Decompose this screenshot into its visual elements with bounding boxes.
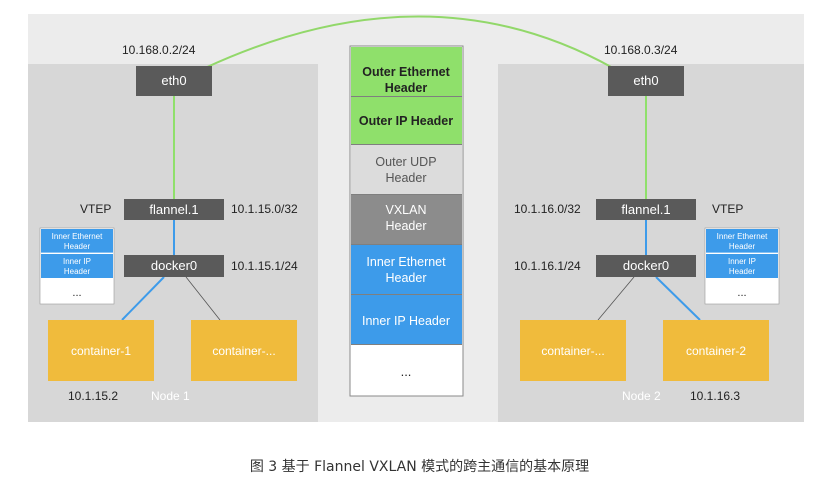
right-flannel-label: flannel.1 [621, 202, 670, 217]
packet-inner-eth-line2: Header [386, 271, 427, 285]
right-container-1-label: container-... [541, 344, 604, 358]
left-docker-ip: 10.1.15.1/24 [231, 259, 298, 273]
packet-dividers [351, 96, 462, 345]
right-docker-label: docker0 [623, 258, 669, 273]
packet-vxlan [351, 195, 462, 244]
node-2-label: Node 2 [622, 389, 661, 403]
left-flannel-label: flannel.1 [149, 202, 198, 217]
figure-caption: 图 3 基于 Flannel VXLAN 模式的跨主通信的基本原理 [249, 459, 590, 475]
right-container-2-label: container-2 [686, 344, 746, 358]
right-docker-container2-link [655, 276, 701, 321]
left-vtep-label: VTEP [80, 202, 111, 216]
left-mini-eth-line1: Inner Ethernet [52, 232, 103, 241]
right-docker-ip: 10.1.16.1/24 [514, 259, 581, 273]
right-host-ip: 10.168.0.3/24 [604, 43, 678, 57]
right-mini-ip-line1: Inner IP [728, 257, 756, 266]
packet-outer-eth-line1: Outer Ethernet [362, 65, 450, 79]
packet-vxlan-line2: Header [386, 219, 427, 233]
right-container-1 [520, 320, 626, 381]
left-container-1 [48, 320, 154, 381]
right-flannel-ip: 10.1.16.0/32 [514, 202, 581, 216]
right-docker-container1-link [597, 276, 635, 321]
vxlan-tunnel-arc [204, 15, 614, 69]
packet-outer-ip [351, 97, 462, 144]
packet-inner-eth-line1: Inner Ethernet [366, 255, 446, 269]
left-flannel-box [124, 199, 224, 220]
packet-inner-ip [351, 295, 462, 344]
packet-inner-eth [351, 245, 462, 294]
packet-vxlan-line1: VXLAN [386, 203, 427, 217]
left-mini-inner-eth [41, 229, 113, 253]
left-container-2-label: container-... [212, 344, 275, 358]
left-container-1-label: container-1 [71, 344, 131, 358]
left-mini-ellipsis: ... [72, 287, 81, 299]
right-mini-ip-line2: Header [729, 267, 756, 276]
left-docker-container2-link [185, 276, 221, 321]
left-flannel-ip: 10.1.15.0/32 [231, 202, 298, 216]
right-mini-eth-line2: Header [729, 242, 756, 251]
left-mini-ip-line2: Header [64, 267, 91, 276]
left-docker-box [124, 255, 224, 277]
right-mini-eth-line1: Inner Ethernet [717, 232, 768, 241]
left-docker-container1-link [121, 276, 165, 321]
right-mini-inner-eth [706, 229, 778, 253]
packet-outer-eth [351, 47, 462, 96]
left-mini-eth-line2: Header [64, 242, 91, 251]
right-flannel-box [596, 199, 696, 220]
left-eth0-label: eth0 [161, 73, 186, 88]
right-container-ip: 10.1.16.3 [690, 389, 740, 403]
left-host-ip: 10.168.0.2/24 [122, 43, 196, 57]
left-eth0-box [136, 66, 212, 96]
packet-outer-udp-line1: Outer UDP [375, 155, 436, 169]
packet-outer-eth-line2: Header [385, 81, 428, 95]
packet-outer-udp [351, 145, 462, 194]
left-mini-ip-line1: Inner IP [63, 257, 91, 266]
right-docker-box [596, 255, 696, 277]
left-mini-inner-ip [41, 254, 113, 278]
packet-outer-udp-line2: Header [386, 171, 427, 185]
packet-ellipsis: ... [401, 364, 412, 379]
right-vtep-label: VTEP [712, 202, 743, 216]
left-docker-label: docker0 [151, 258, 197, 273]
right-eth0-box [608, 66, 684, 96]
right-container-2 [663, 320, 769, 381]
packet-outer-ip-label: Outer IP Header [359, 114, 453, 128]
left-container-ip: 10.1.15.2 [68, 389, 118, 403]
left-container-2 [191, 320, 297, 381]
right-eth0-label: eth0 [633, 73, 658, 88]
right-mini-inner-ip [706, 254, 778, 278]
packet-inner-ip-label: Inner IP Header [362, 314, 450, 328]
node-1-label: Node 1 [151, 389, 190, 403]
right-mini-ellipsis: ... [737, 287, 746, 299]
